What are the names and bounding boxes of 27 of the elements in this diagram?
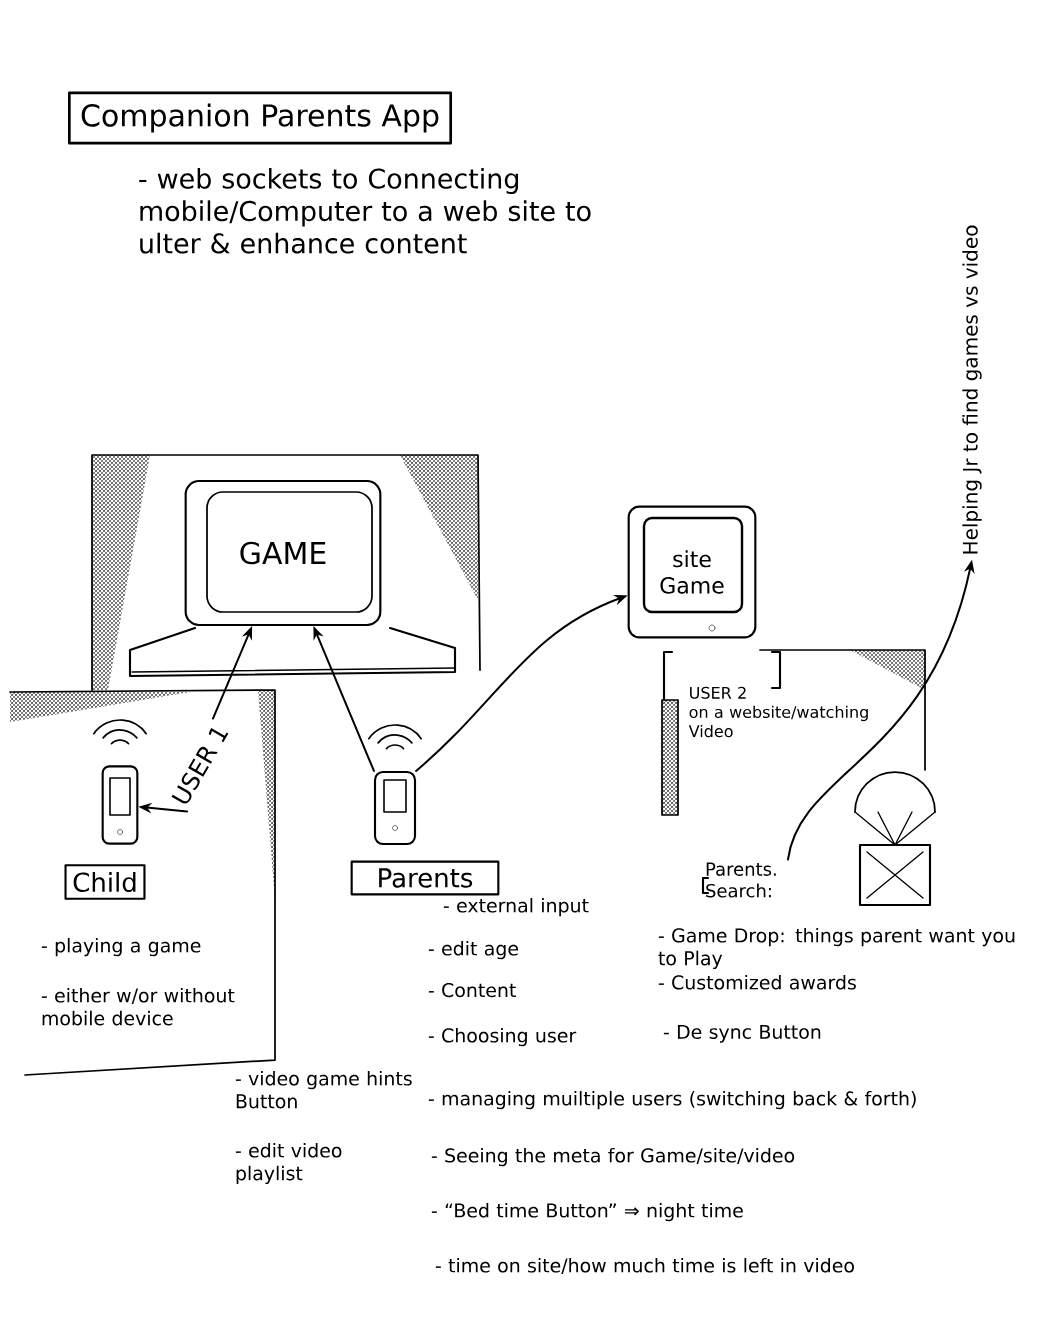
user-label: USER 2 on a website/watching Video [662, 650, 868, 738]
note-text: - edit video playlist [235, 1142, 342, 1185]
laptop-drawing: GAME [128, 479, 457, 678]
note-text: Parents. Search: [701, 862, 776, 898]
note-text: - playing a game [41, 937, 201, 957]
tablet-drawing: site Game [627, 505, 757, 639]
note-text: - edit age [428, 940, 518, 960]
note-text: - external input [443, 897, 589, 917]
note-text: - web sockets to Connecting mobile/Computer to a web site to ulter & enhance content [139, 167, 591, 254]
rotated-note: Helping Jr to find games vs video [962, 225, 982, 554]
title-box: Companion Parents App [68, 91, 453, 145]
note-text: - “Bed time Button” ⇒ night time [431, 1202, 743, 1222]
note-text: - Game Drop: things parent want you to Play [658, 927, 1015, 970]
note-text: - Content [428, 982, 516, 998]
note-text: - time on site/how much time is left in video [435, 1257, 854, 1275]
note-text: - either w/or without mobile device [41, 987, 235, 1026]
note-text: - video game hints Button [235, 1070, 412, 1109]
note-text: - managing muiltiple users (switching back & forth) [428, 1090, 916, 1110]
note-text: - Customized awards [658, 974, 856, 990]
parents-box: Parents [350, 860, 500, 896]
parachute-drawing [854, 771, 936, 907]
note-text: - De sync Button [663, 1024, 821, 1043]
child-box: Child [64, 864, 146, 900]
phone-drawing [367, 724, 423, 846]
note-text: - Seeing the meta for Game/site/video [431, 1147, 795, 1167]
phone-drawing [92, 719, 148, 845]
note-text: - Choosing user [428, 1027, 577, 1047]
